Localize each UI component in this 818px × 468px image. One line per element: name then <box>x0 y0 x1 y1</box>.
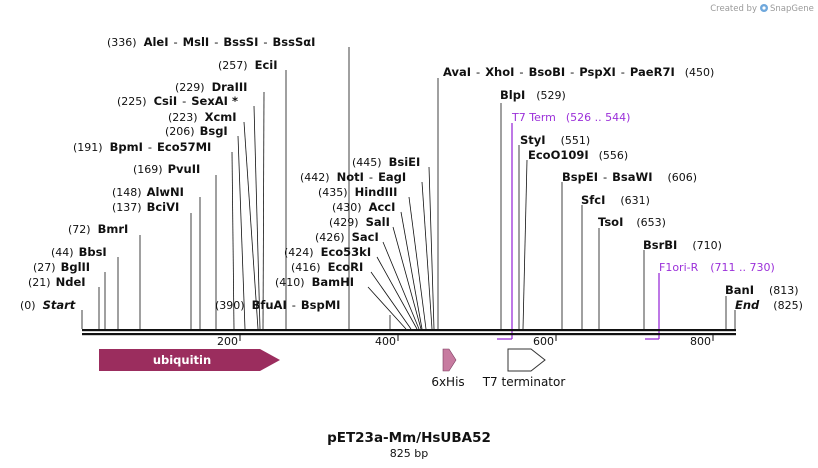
connector-ecori <box>370 271 412 330</box>
site-start[interactable]: (0)Start <box>20 298 76 312</box>
site-avai[interactable]: AvaI-XhoI-BsoBI-PspXI-PaeR7I(450) <box>443 65 714 79</box>
feature-f1ori-label[interactable]: F1ori-R(711 .. 730) <box>659 261 775 274</box>
feature-6xhis[interactable]: 6xHis <box>431 348 465 389</box>
t7-terminator-arrow <box>507 348 546 372</box>
feature-t7-terminator[interactable]: T7 terminator <box>482 348 566 389</box>
connector-sali <box>392 226 422 330</box>
snapgene-brand-text: SnapGene <box>770 4 814 14</box>
ubiquitin-label: ubiquitin <box>153 353 211 367</box>
site-pvuii[interactable]: (169)PvuII <box>133 162 200 176</box>
site-bspei[interactable]: BspEI-BsaWI(606) <box>562 170 697 184</box>
site-end[interactable]: End(825) <box>735 298 803 312</box>
connector-hindiii <box>408 196 427 330</box>
sequence-backbone <box>82 329 736 336</box>
site-ecii[interactable]: (257)EciI <box>218 58 278 72</box>
site-bbsi[interactable]: (44)BbsI <box>51 245 107 259</box>
site-blpi[interactable]: BlpI(529) <box>500 88 566 102</box>
created-by-text: Created by <box>710 4 757 14</box>
connector-noti <box>421 181 433 330</box>
connector-bsgi <box>237 135 246 330</box>
6xhis-label: 6xHis <box>431 375 464 389</box>
feature-t7-term-label[interactable]: T7 Term(526 .. 544) <box>511 111 630 124</box>
site-sfci[interactable]: SfcI(631) <box>581 193 650 207</box>
connector-csii <box>253 105 261 330</box>
site-hindiii[interactable]: (435)HindIII <box>318 185 397 199</box>
site-styi[interactable]: StyI(551) <box>520 133 590 147</box>
t7-terminator-label: T7 terminator <box>482 375 566 389</box>
site-bglii[interactable]: (27)BglII <box>33 260 90 274</box>
site-sali[interactable]: (429)SalI <box>329 215 390 229</box>
ruler-label-800: 800 <box>690 335 711 348</box>
connector-draiii <box>262 91 265 330</box>
site-bsgi[interactable]: (206)BsgI <box>165 124 228 138</box>
site-bsiei[interactable]: (445)BsiEI <box>352 155 420 169</box>
backbone-bottom-strand <box>82 333 736 336</box>
site-tsoi[interactable]: TsoI(653) <box>598 215 666 229</box>
6xhis-arrow <box>442 348 457 372</box>
connector-xcmi <box>243 121 259 330</box>
ruler-label-200: 200 <box>217 335 238 348</box>
site-bani[interactable]: BanI(813) <box>725 283 799 297</box>
feature-ubiquitin[interactable]: ubiquitin <box>99 349 280 371</box>
site-draiii[interactable]: (229)DraIII <box>175 80 247 94</box>
site-bamhi[interactable]: (410)BamHI <box>275 275 354 289</box>
connector-ecoo109i <box>522 159 528 330</box>
site-bsrbi[interactable]: BsrBI(710) <box>643 238 722 252</box>
site-xcmi[interactable]: (223)XcmI <box>168 110 237 124</box>
site-noti[interactable]: (442)NotI-EagI <box>300 170 406 184</box>
backbone-top-strand <box>82 329 736 332</box>
ruler-label-600: 600 <box>533 335 554 348</box>
connector-saci <box>382 241 420 330</box>
site-ndei[interactable]: (21)NdeI <box>28 275 86 289</box>
connector-acci <box>400 211 423 330</box>
connector-bamhi <box>367 286 407 330</box>
purple-feature-markers <box>497 123 660 340</box>
sequence-length: 825 bp <box>390 447 428 460</box>
ubiquitin-arrow <box>99 349 280 371</box>
site-bfuai[interactable]: (390)BfuAI-BspMI <box>215 298 340 312</box>
site-ecori[interactable]: (416)EcoRI <box>291 260 363 274</box>
site-alei[interactable]: (336)AleI-MslI-BssSI-BssSαI <box>107 35 315 49</box>
site-bpmi[interactable]: (191)BpmI-Eco57MI <box>73 140 211 154</box>
ruler-label-400: 400 <box>375 335 396 348</box>
connector-eco53ki <box>376 256 418 330</box>
site-labels: (0)Start (21)NdeI (27)BglII (44)BbsI (72… <box>20 35 803 312</box>
sequence-title: pET23a-Mm/HsUBA52 <box>327 430 491 446</box>
site-eco53ki[interactable]: (424)Eco53kI <box>284 245 371 259</box>
snapgene-logo-icon <box>760 4 768 12</box>
branding: Created by SnapGene <box>710 4 814 14</box>
site-csii[interactable]: (225)CsiI-SexAI * <box>117 94 238 108</box>
connector-bpmi <box>231 151 235 330</box>
ruler: 200 400 600 800 <box>217 335 714 348</box>
site-acci[interactable]: (430)AccI <box>332 200 395 214</box>
site-bmri[interactable]: (72)BmrI <box>68 222 128 236</box>
site-ecoo109i[interactable]: EcoO109I(556) <box>528 148 628 162</box>
site-alwni[interactable]: (148)AlwNI <box>112 185 184 199</box>
site-saci[interactable]: (426)SacI <box>315 230 379 244</box>
site-bcivi[interactable]: (137)BciVI <box>112 200 179 214</box>
connector-bsiei <box>428 166 435 330</box>
site-connectors <box>81 47 736 330</box>
